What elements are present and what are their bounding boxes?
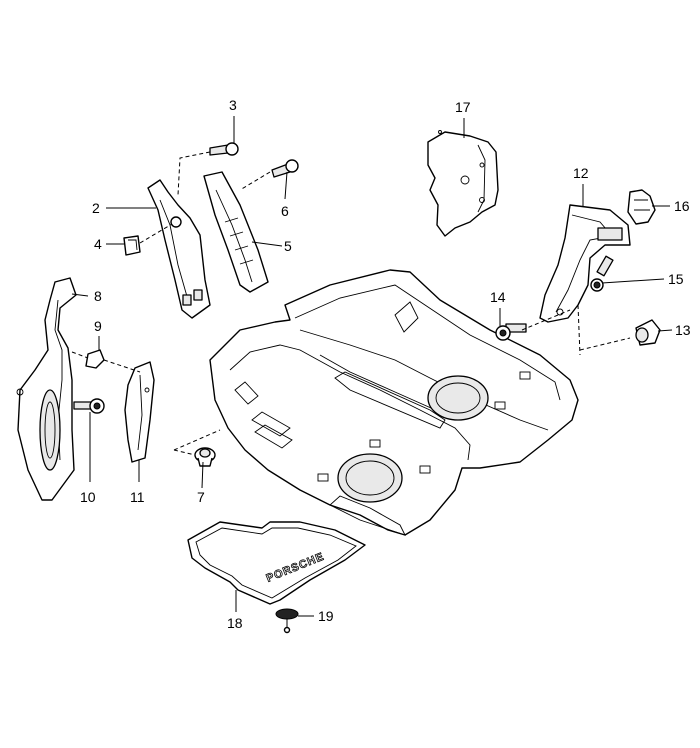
callout-12: 12 — [573, 165, 589, 181]
part-15-screw — [590, 255, 614, 292]
part-7-grommet — [194, 447, 216, 467]
callout-5: 5 — [284, 238, 292, 254]
part-4-clip — [123, 235, 141, 256]
part-2-bracket — [147, 179, 211, 319]
part-6-screw — [271, 159, 299, 178]
callout-18: 18 — [227, 615, 243, 631]
callout-6: 6 — [281, 203, 289, 219]
callout-9: 9 — [94, 318, 102, 334]
assembly-lines — [71, 151, 631, 456]
part-13-plug — [635, 319, 661, 346]
floor-carpet — [209, 269, 579, 536]
part-16-clip — [627, 189, 656, 225]
callout-15: 15 — [668, 271, 684, 287]
part-17-trim-panel — [427, 130, 499, 237]
part-14-screw — [495, 323, 527, 341]
callout-17: 17 — [455, 99, 471, 115]
part-12-side-panel — [539, 204, 631, 323]
callout-2: 2 — [92, 200, 100, 216]
callout-16: 16 — [674, 198, 690, 214]
leader-lines — [71, 116, 673, 617]
callout-19: 19 — [318, 608, 334, 624]
part-5-sill-strip — [203, 171, 269, 293]
callout-numbers: 3 2 4 6 5 8 9 10 11 7 17 12 16 15 14 13 … — [80, 97, 691, 631]
callout-7: 7 — [197, 489, 205, 505]
part-19-mat-fastener — [275, 608, 299, 634]
callout-3: 3 — [229, 97, 237, 113]
part-18-floor-mat: PORSCHE — [187, 521, 366, 605]
part-10-screw — [73, 398, 105, 414]
part-11-trim-panel — [124, 361, 155, 463]
callout-14: 14 — [490, 289, 506, 305]
callout-4: 4 — [94, 236, 102, 252]
callout-13: 13 — [675, 322, 691, 338]
part-3-screw — [209, 142, 239, 156]
part-8-side-trim — [16, 277, 77, 501]
callout-8: 8 — [94, 288, 102, 304]
callout-10: 10 — [80, 489, 96, 505]
part-9-clip — [85, 349, 105, 369]
callout-11: 11 — [130, 489, 145, 505]
